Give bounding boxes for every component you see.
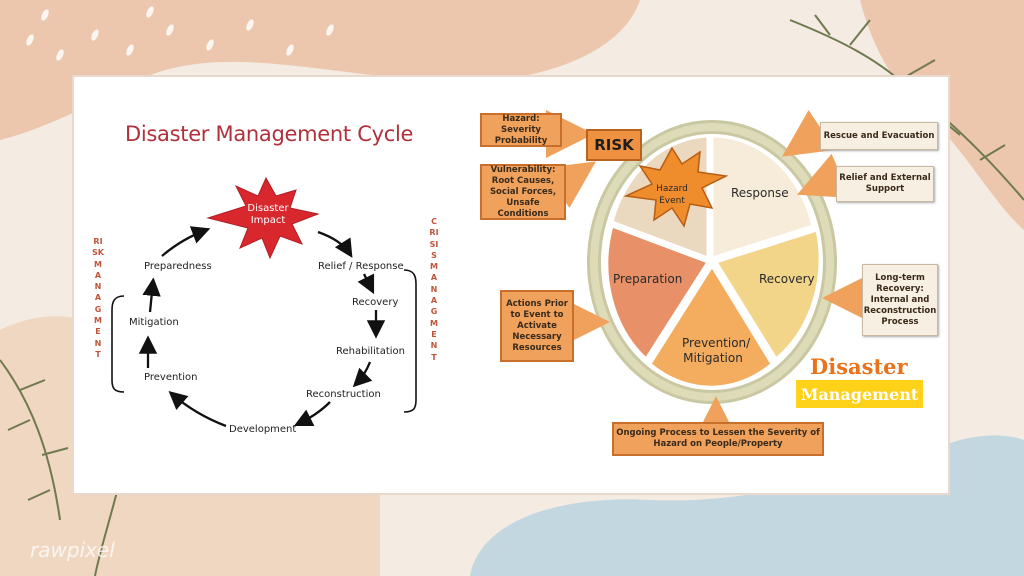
hazard-event-label: Hazard Event — [656, 184, 688, 206]
arrow-preparedness-to-impact — [161, 226, 211, 257]
brand-management: Management — [796, 380, 923, 408]
segment-prevention-label: Prevention/ Mitigation — [682, 336, 751, 365]
stage-development: Development — [229, 424, 297, 435]
management-wheel — [542, 110, 870, 444]
diagram-title: Disaster Management Cycle — [125, 122, 414, 146]
relief-box: Relief and External Support — [836, 166, 934, 202]
brand-disaster: Disaster — [810, 354, 908, 379]
arrow-rehabilitation-to-reconstruction — [352, 361, 373, 388]
segment-prevention — [648, 263, 774, 389]
actions-box: Actions Prior to Event to Activate Neces… — [500, 290, 574, 362]
segment-recovery — [713, 228, 822, 362]
risk-bracket — [111, 295, 125, 393]
disaster-impact-label: Disaster Impact — [247, 203, 289, 226]
stage-recovery: Recovery — [352, 297, 399, 308]
crisis-bracket — [403, 269, 417, 413]
segment-preparation — [605, 224, 711, 362]
rescue-box: Rescue and Evacuation — [820, 122, 938, 150]
ongoing-box: Ongoing Process to Lessen the Severity o… — [612, 422, 824, 456]
longterm-box: Long-term Recovery: Internal and Reconst… — [862, 264, 938, 336]
watermark: rawpixel — [30, 538, 115, 562]
arrow-mitigation-to-preparedness — [142, 277, 161, 313]
segment-response — [710, 134, 815, 261]
cycle-arrows — [111, 176, 417, 428]
vulnerability-box: Vulnerability: Root Causes, Social Force… — [480, 164, 566, 220]
arrow-vulnerability-to-risk — [542, 161, 596, 208]
stage-relief-response: Relief / Response — [318, 261, 404, 272]
stage-prevention: Prevention — [144, 372, 198, 383]
arrow-relief-to-wheel — [796, 153, 851, 198]
hazard-box: Hazard: Severity Probability — [480, 113, 562, 147]
segment-preparation-label: Preparation — [613, 272, 683, 286]
arrow-impact-to-response — [317, 230, 353, 258]
stage-reconstruction: Reconstruction — [306, 389, 381, 400]
segment-response-label: Response — [731, 186, 789, 200]
arrow-response-to-recovery — [357, 273, 375, 295]
stage-mitigation: Mitigation — [129, 317, 179, 328]
arrow-development-to-prevention — [168, 390, 227, 428]
risk-management-label: RISK MANAGMENT — [92, 237, 104, 359]
crisis-management-label: CRISIS MANAGMENT — [429, 217, 439, 362]
disaster-impact-star — [206, 176, 320, 260]
arrow-rescue-to-wheel — [782, 110, 836, 157]
arrow-reconstruction-to-development — [293, 401, 331, 427]
stage-rehabilitation: Rehabilitation — [336, 346, 406, 357]
hazard-event-star — [623, 146, 729, 228]
stage-preparedness: Preparedness — [144, 261, 212, 272]
risk-box: RISK — [586, 129, 642, 161]
segment-recovery-label: Recovery — [759, 272, 815, 286]
